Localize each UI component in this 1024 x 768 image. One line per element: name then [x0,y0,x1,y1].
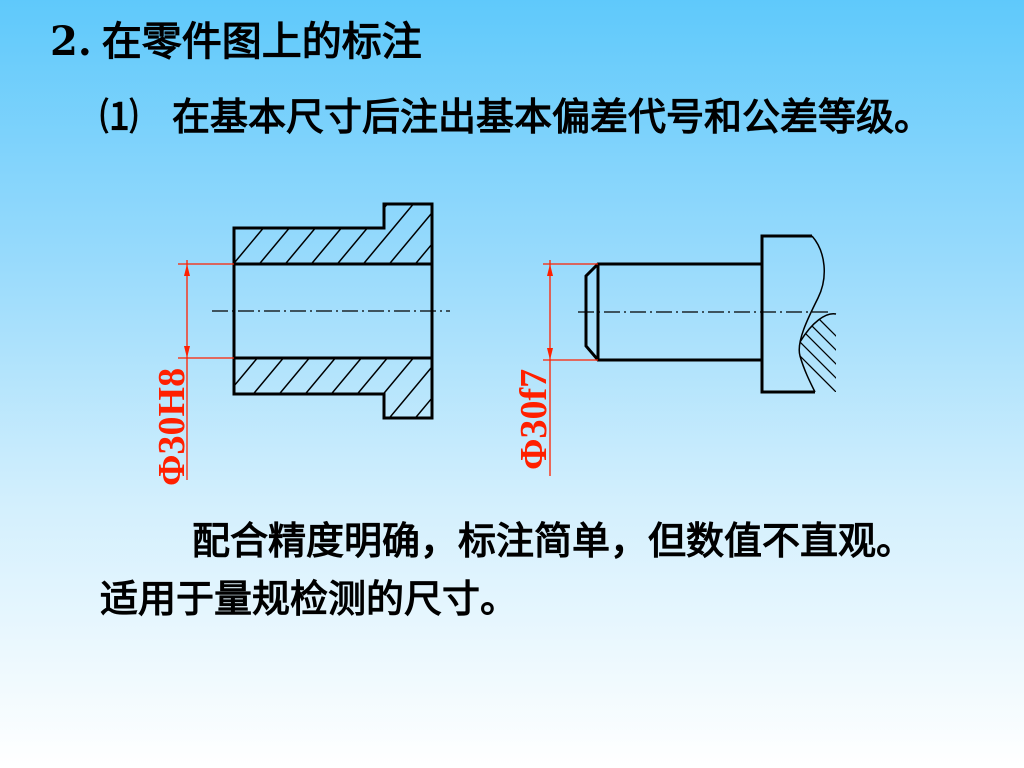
hole-arrow-bottom [184,346,190,358]
shaft-section-outline [799,313,837,343]
subpoint-1: ⑴ 在基本尺寸后注出基本偏差代号和公差等级。 [100,88,980,146]
shaft-outline [584,262,762,362]
hole-dimension [178,260,234,480]
shaft-dimension [543,260,598,476]
shaft-dimension-label: Φ30f7 [513,369,555,470]
hole-hatching-top [234,204,432,264]
hole-outline-top [232,202,434,266]
shaft-arrow-bottom [547,348,553,360]
shaft-part [578,234,837,394]
subpoint-text: 在基本尺寸后注出基本偏差代号和公差等级。 [172,94,933,139]
shaft-break-line [798,235,825,393]
conclusion-text: 配合精度明确，标注简单，但数值不直观。适用于量规检测的尺寸。 [100,518,915,621]
hole-dimension-label: Φ30H8 [151,368,193,486]
shaft-arrow-top [547,264,553,276]
hole-arrow-top [184,264,190,276]
heading-number: 2. [50,18,92,65]
slide-heading: 2.在零件图上的标注 [50,14,422,70]
hole-outline-bottom [232,356,434,420]
heading-text: 在零件图上的标注 [101,18,422,65]
subpoint-marker: ⑴ [100,94,139,139]
shaft-head-outline [760,234,815,394]
hole-part [212,202,450,420]
